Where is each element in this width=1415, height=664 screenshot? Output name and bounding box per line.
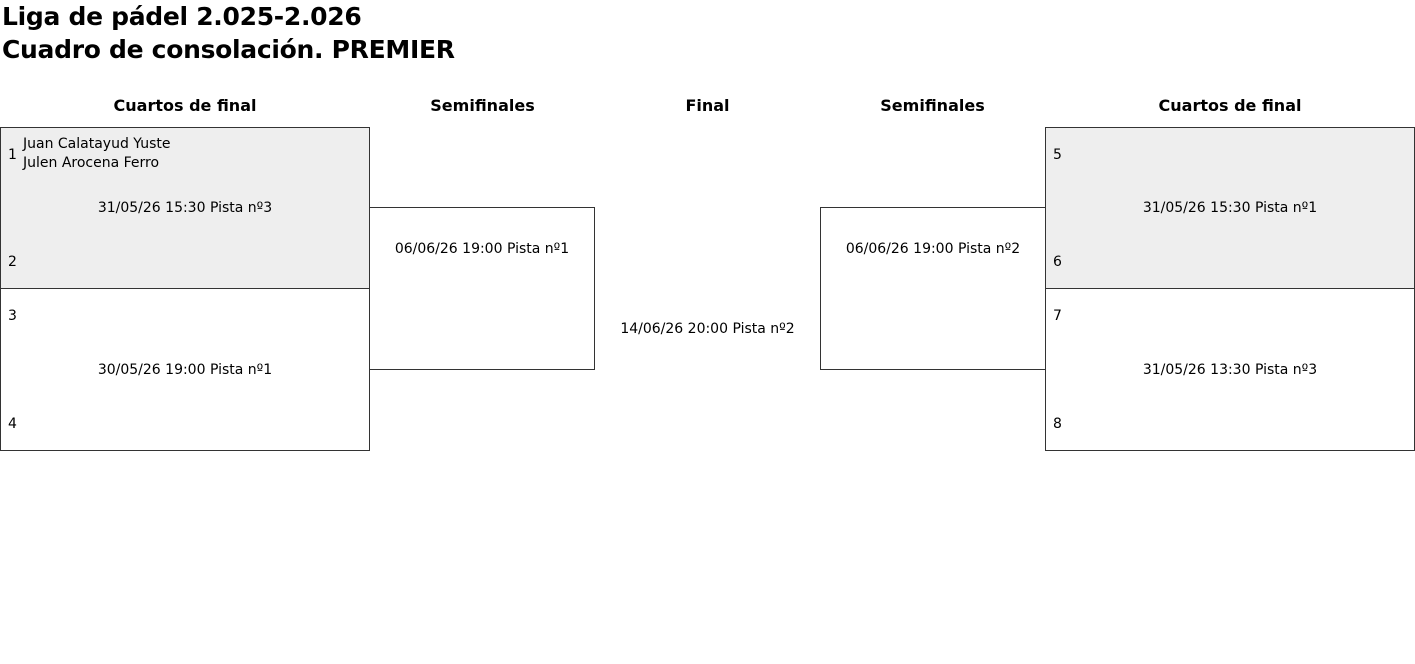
match-right-semifinal[interactable]: 06/06/26 19:00 Pista nº2 [820,207,1046,370]
match-schedule: 30/05/26 19:00 Pista nº1 [97,362,273,378]
team-players: Juan Calatayud Yuste Julen Arocena Ferro [23,135,171,173]
seed-number: 3 [8,308,17,324]
page-subtitle: Cuadro de consolación. PREMIER [2,35,455,64]
seed-number: 5 [1053,147,1062,163]
match-right-quarter-1[interactable]: 5 31/05/26 15:30 Pista nº1 6 [1045,127,1415,289]
seed-number: 8 [1053,416,1062,432]
seed-number: 4 [8,416,17,432]
seed-number: 7 [1053,308,1062,324]
seed-number: 2 [8,254,17,270]
final-match-schedule[interactable]: 14/06/26 20:00 Pista nº2 [620,321,795,337]
page-title: Liga de pádel 2.025-2.026 [2,2,362,31]
match-left-semifinal[interactable]: 06/06/26 19:00 Pista nº1 [369,207,595,370]
seed-number: 1 [8,147,17,163]
header-left-semis: Semifinales [430,96,535,115]
match-schedule: 31/05/26 13:30 Pista nº3 [1142,362,1318,378]
match-schedule: 31/05/26 15:30 Pista nº3 [97,200,273,216]
player-name: Juan Calatayud Yuste [23,136,171,152]
header-left-quarters: Cuartos de final [113,96,257,115]
header-right-semis: Semifinales [880,96,985,115]
match-left-quarter-1[interactable]: 1 Juan Calatayud Yuste Julen Arocena Fer… [0,127,370,289]
player-name: Julen Arocena Ferro [23,155,160,171]
bracket-page: Liga de pádel 2.025-2.026 Cuadro de cons… [0,2,1415,451]
match-schedule: 06/06/26 19:00 Pista nº1 [394,241,570,257]
match-schedule: 06/06/26 19:00 Pista nº2 [845,241,1021,257]
header-final: Final [685,96,730,115]
header-right-quarters: Cuartos de final [1158,96,1302,115]
seed-number: 6 [1053,254,1062,270]
match-right-quarter-2[interactable]: 7 31/05/26 13:30 Pista nº3 8 [1045,288,1415,451]
match-schedule: 31/05/26 15:30 Pista nº1 [1142,200,1318,216]
match-left-quarter-2[interactable]: 3 30/05/26 19:00 Pista nº1 4 [0,288,370,451]
